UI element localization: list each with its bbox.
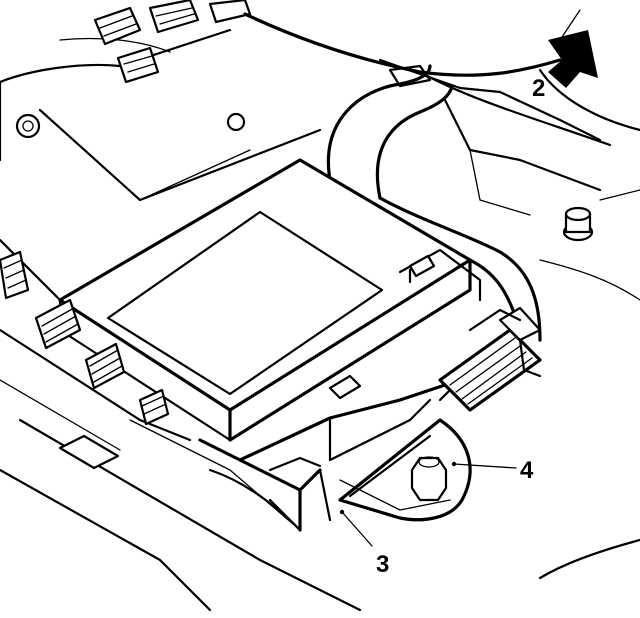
floor-panel-outline [0, 28, 322, 202]
callout-leaders [339, 461, 517, 547]
mounting-plate [338, 418, 472, 522]
floor-edge-lower-right [538, 538, 640, 580]
direction-arrow-icon [548, 30, 598, 88]
carpet-cutouts [93, 0, 252, 84]
floor-slot [58, 434, 120, 470]
mounting-holes [15, 112, 246, 139]
control-module-body [58, 158, 482, 442]
stud-bolt-right [562, 206, 594, 242]
left-trim-panel [0, 238, 362, 612]
seat-frame-upper [243, 9, 640, 301]
callout-label-4: 4 [520, 457, 534, 484]
module-bracket [198, 378, 462, 532]
harness-connector [438, 306, 542, 412]
callout-label-3: 3 [376, 551, 389, 578]
mounting-nut [410, 456, 448, 502]
callout-label-2: 2 [532, 75, 545, 102]
carpet-texture-blocks [0, 250, 170, 426]
